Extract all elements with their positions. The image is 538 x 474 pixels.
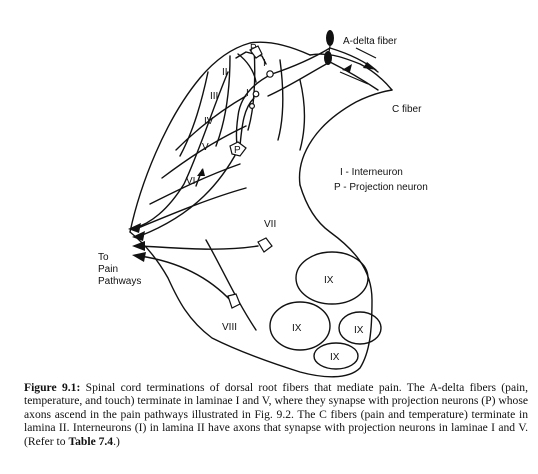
lamina-radial-1 bbox=[179, 71, 209, 157]
dorsal-root-outer bbox=[309, 53, 393, 91]
lamina-label-ix-bottom: IX bbox=[330, 352, 340, 363]
arrowhead-2 bbox=[132, 231, 145, 241]
caption-table-ref: Table 7.4 bbox=[68, 434, 114, 448]
marker-p-mid: P bbox=[234, 145, 241, 156]
to-pain-label-line3: Pathways bbox=[98, 276, 141, 287]
lamina-label-iii: III bbox=[210, 91, 218, 102]
lamina-radial-5 bbox=[299, 79, 306, 151]
marker-i-2: I bbox=[246, 88, 249, 99]
projection-axon-1 bbox=[133, 71, 229, 229]
legend-interneuron: I - Interneuron bbox=[340, 167, 403, 178]
projection-axon-3 bbox=[139, 245, 259, 250]
caption-figure-label: Figure 9.1: bbox=[24, 381, 81, 394]
a-delta-direction-arrow bbox=[363, 62, 377, 70]
lamina-boundary-1 bbox=[175, 95, 247, 151]
interneuron-1 bbox=[266, 70, 274, 78]
lamina-ix-bottom bbox=[313, 342, 359, 370]
lamina-label-vii: VII bbox=[264, 219, 276, 230]
legend-projection: P - Projection neuron bbox=[334, 182, 428, 193]
lamina-label-ix-left: IX bbox=[292, 323, 302, 334]
arrowhead-3 bbox=[132, 241, 145, 251]
dorsal-horn-outline bbox=[129, 41, 311, 233]
lamina-label-ix-large: IX bbox=[324, 275, 334, 286]
marker-p-top: P bbox=[250, 43, 257, 54]
a-delta-branch bbox=[235, 73, 273, 151]
lamina-ix-right bbox=[338, 311, 382, 345]
lamina-radial-4 bbox=[277, 59, 284, 141]
lamina-ix-large bbox=[295, 251, 369, 305]
lamina-label-ii: II bbox=[222, 67, 228, 78]
projection-axon-2 bbox=[139, 149, 239, 237]
c-fiber-direction-arrow bbox=[342, 64, 352, 72]
c-fiber-label: C fiber bbox=[392, 104, 422, 115]
spinal-cord-diagram: II III IV V VI VII VIII IX IX IX IX P P … bbox=[98, 30, 428, 378]
neuron-lamina-viii bbox=[227, 293, 241, 309]
interneuron-2 bbox=[252, 90, 260, 98]
lamina-label-viii: VIII bbox=[222, 322, 237, 333]
c-fiber bbox=[267, 61, 379, 97]
lamina-boundary-4 bbox=[137, 187, 247, 229]
figure-caption: Figure 9.1: Spinal cord terminations of … bbox=[24, 381, 528, 448]
lamina-boundary-3 bbox=[149, 163, 241, 205]
arrowhead-4 bbox=[132, 252, 146, 262]
a-delta-fiber-label: A-delta fiber bbox=[343, 36, 398, 47]
lamina-vi-arrowhead bbox=[197, 168, 205, 176]
lamina-label-iv: IV bbox=[204, 116, 214, 127]
caption-body: Spinal cord terminations of dorsal root … bbox=[24, 381, 529, 448]
grey-matter-outline bbox=[129, 184, 373, 378]
interneuron-axon-2 bbox=[237, 53, 257, 83]
neuron-small-1 bbox=[249, 102, 256, 109]
projection-axon-4 bbox=[139, 255, 233, 303]
caption-end: .) bbox=[113, 434, 120, 448]
interneuron-axon-1 bbox=[239, 97, 255, 147]
lamina-radial-2 bbox=[215, 55, 231, 147]
dorsal-root-ganglion-top bbox=[326, 30, 334, 46]
projection-neuron-top bbox=[249, 45, 263, 59]
lamina-ix-left bbox=[269, 301, 331, 351]
dorsal-root-inner bbox=[298, 89, 393, 186]
lamina-label-vi: VI bbox=[186, 176, 195, 187]
dorsal-root-ganglion-bottom bbox=[324, 51, 332, 65]
neuron-lamina-vii bbox=[257, 237, 273, 253]
projection-neuron-mid bbox=[229, 141, 247, 157]
lamina-label-v: V bbox=[202, 142, 209, 153]
to-pain-label-line1: To bbox=[98, 252, 109, 263]
marker-i-1: I bbox=[263, 58, 266, 69]
lamina-label-ix-right: IX bbox=[354, 325, 364, 336]
arrowhead-1 bbox=[128, 223, 141, 233]
to-pain-label-line2: Pain bbox=[98, 264, 118, 275]
